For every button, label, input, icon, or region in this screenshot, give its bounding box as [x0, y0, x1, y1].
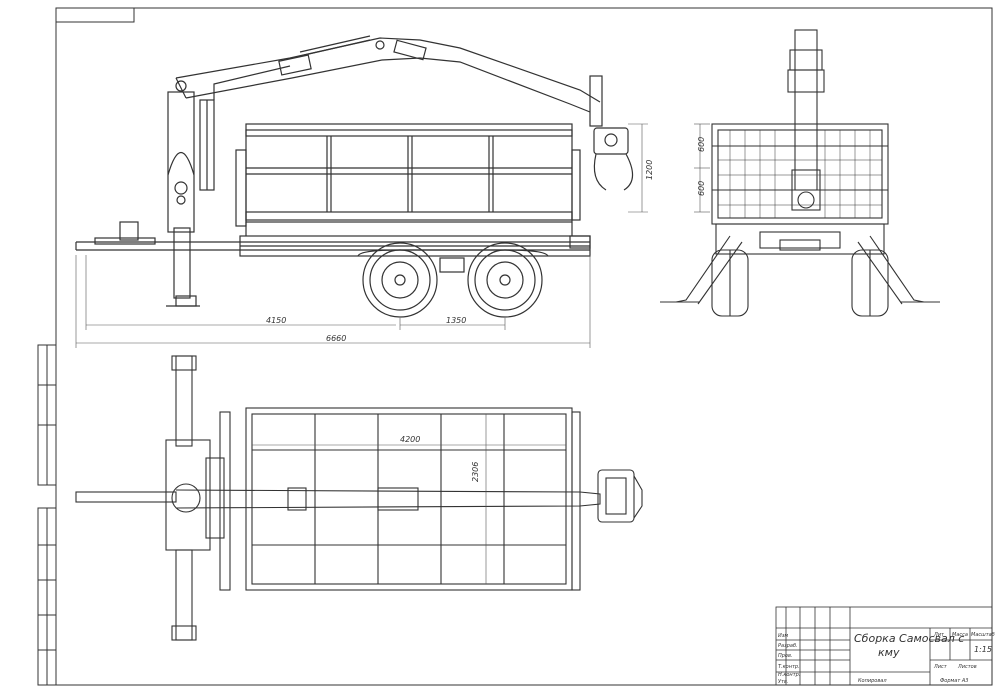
tb-copied: Копировал	[858, 678, 887, 684]
rear-body	[711, 123, 889, 225]
top-crane-boom	[175, 489, 601, 509]
tb-scale: 1:15	[974, 645, 992, 654]
side-dimensions	[75, 123, 648, 348]
dim-600-bottom: 600	[697, 181, 706, 196]
sheet-frame	[37, 7, 993, 686]
rear-crane-mast	[794, 29, 818, 191]
tb-row-0: Изм	[778, 633, 788, 639]
rear-view	[660, 29, 940, 317]
outrigger-right	[869, 235, 925, 303]
side-view	[75, 35, 634, 318]
dump-body-side	[245, 123, 573, 223]
grapple-side	[589, 75, 634, 191]
wheel-front	[362, 242, 438, 318]
dim-1350: 1350	[446, 316, 466, 325]
outrigger-left	[675, 235, 731, 303]
dim-600-top: 600	[697, 137, 706, 152]
dim-6660: 6660	[326, 334, 346, 343]
tb-scale-label: Масштаб	[971, 632, 995, 638]
tb-lit: Лит	[933, 632, 945, 638]
tb-row-1: Разраб.	[778, 643, 798, 649]
dim-1200: 1200	[645, 160, 654, 180]
top-view	[75, 355, 643, 641]
dim-2306: 2306	[471, 462, 480, 482]
rear-dimensions	[694, 123, 710, 213]
title-line-1: Сборка Самосвал с	[854, 632, 964, 645]
tb-row-2: Пров.	[778, 653, 793, 659]
dim-4200: 4200	[400, 435, 420, 444]
dim-4150: 4150	[266, 316, 286, 325]
tb-format: Формат A3	[940, 678, 968, 684]
tb-row-4: Н.контр.	[778, 672, 800, 678]
title-block	[775, 606, 993, 686]
tb-sheets: Листов	[957, 664, 977, 670]
tb-sheet: Лист	[933, 664, 948, 670]
crane-column	[167, 91, 195, 233]
tb-row-5: Утв.	[778, 679, 789, 685]
top-dimensions	[252, 414, 566, 584]
grapple-top	[597, 469, 643, 523]
crane-boom	[175, 37, 601, 103]
tb-mass: Масса	[952, 632, 968, 638]
title-line-2: кму	[878, 646, 900, 659]
tb-row-3: Т.контр.	[778, 664, 800, 670]
wheel-rear	[467, 242, 543, 318]
